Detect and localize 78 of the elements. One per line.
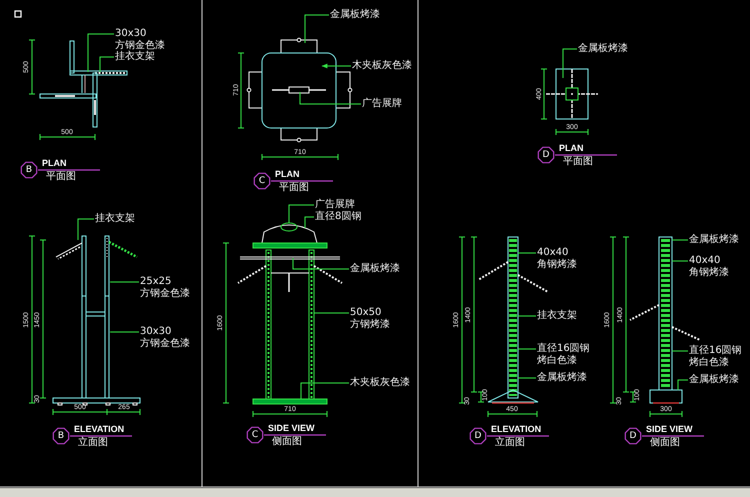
callout-text: 挂衣支架 bbox=[95, 213, 135, 225]
view-title: SIDE VIEW bbox=[268, 423, 315, 434]
callout-text: 木夹板灰色漆 bbox=[350, 377, 410, 389]
view-letter: C bbox=[258, 175, 266, 188]
view-title: PLAN bbox=[559, 143, 584, 154]
callout-text: 直径16圆钢 bbox=[537, 343, 590, 354]
callout-text: 25x25 bbox=[140, 276, 172, 288]
view-subtitle: 侧面图 bbox=[272, 436, 302, 448]
leader-line bbox=[518, 348, 536, 350]
leader-line bbox=[678, 380, 688, 390]
callout-text: 40x40 bbox=[537, 247, 570, 258]
view-marker bbox=[20, 161, 38, 179]
callout-text: 广告展牌 bbox=[315, 199, 355, 210]
view-letter: C bbox=[250, 429, 260, 442]
callout-text: 木夹板灰色漆 bbox=[352, 60, 412, 72]
view-title: PLAN bbox=[42, 158, 66, 169]
view-title: ELEVATION bbox=[491, 424, 542, 435]
view-letter: D bbox=[628, 430, 638, 443]
callout-text: 方钢金色漆 bbox=[140, 288, 190, 300]
view-letter: D bbox=[542, 149, 550, 162]
view-title: PLAN bbox=[275, 169, 300, 180]
leader-line bbox=[672, 260, 688, 262]
stand-plan-drawing bbox=[546, 68, 598, 120]
view-subtitle: 立面图 bbox=[78, 437, 108, 449]
callout-text: 角钢烤漆 bbox=[537, 259, 577, 271]
callout-text: 广告展牌 bbox=[362, 98, 402, 110]
leader-line bbox=[78, 218, 94, 240]
callout-text: 方钢金色漆 bbox=[140, 338, 190, 350]
leader-line bbox=[518, 252, 536, 254]
view-marker bbox=[253, 172, 271, 190]
callout-text: 金属板烤漆 bbox=[350, 263, 400, 275]
leader-line bbox=[88, 34, 114, 72]
leader-line bbox=[314, 312, 350, 314]
callout-text: 金属板烤漆 bbox=[330, 9, 380, 21]
rack-side-view-drawing bbox=[237, 222, 343, 404]
callout-text: 金属板烤漆 bbox=[578, 43, 628, 55]
callout-text: 金属板烤漆 bbox=[689, 234, 739, 246]
callout-text: 直径8圆钢 bbox=[315, 211, 362, 223]
callout-text: 直径16圆钢 bbox=[689, 345, 742, 356]
view-subtitle: 平面图 bbox=[279, 182, 309, 194]
leader-line bbox=[292, 258, 350, 270]
leader-line bbox=[672, 350, 688, 352]
callout-text: 方钢金色漆 bbox=[115, 40, 165, 51]
callout-text: 方钢烤漆 bbox=[350, 319, 390, 331]
view-subtitle: 平面图 bbox=[46, 171, 76, 183]
leader-line bbox=[304, 216, 314, 228]
view-title: SIDE VIEW bbox=[646, 424, 693, 435]
view-letter: B bbox=[24, 164, 34, 177]
view-marker bbox=[246, 426, 264, 444]
callout-text: 30x30 bbox=[115, 28, 148, 40]
callout-text: 金属板烤漆 bbox=[689, 374, 739, 386]
callout-text: 挂衣支架 bbox=[537, 310, 577, 322]
view-subtitle: 侧面图 bbox=[650, 437, 680, 449]
rack-elevation-drawing bbox=[52, 236, 140, 406]
rack-plan-drawing bbox=[246, 38, 352, 142]
callout-text: 挂衣支架 bbox=[115, 51, 155, 63]
view-letter: D bbox=[474, 430, 482, 443]
leader-line bbox=[300, 382, 350, 400]
callout-text: 烤白色漆 bbox=[537, 355, 578, 367]
view-marker bbox=[469, 427, 487, 445]
leader-line bbox=[288, 204, 314, 224]
leader-line bbox=[321, 64, 352, 68]
leader-line bbox=[562, 48, 578, 78]
view-marker bbox=[624, 427, 642, 445]
callout-text: 金属板烤漆 bbox=[537, 372, 587, 384]
leader-line bbox=[100, 56, 114, 72]
view-letter: B bbox=[56, 430, 66, 443]
view-marker bbox=[537, 146, 555, 164]
callout-text: 30x30 bbox=[140, 326, 172, 338]
callout-text: 40x40 bbox=[689, 255, 722, 266]
leader-line bbox=[300, 92, 362, 104]
callout-text: 烤白色漆 bbox=[689, 357, 730, 369]
callout-text: 角钢烤漆 bbox=[689, 267, 729, 279]
view-title: ELEVATION bbox=[74, 424, 124, 435]
view-subtitle: 平面图 bbox=[563, 156, 593, 168]
view-marker bbox=[52, 427, 70, 445]
view-subtitle: 立面图 bbox=[495, 437, 525, 449]
callout-text: 50x50 bbox=[350, 307, 382, 318]
